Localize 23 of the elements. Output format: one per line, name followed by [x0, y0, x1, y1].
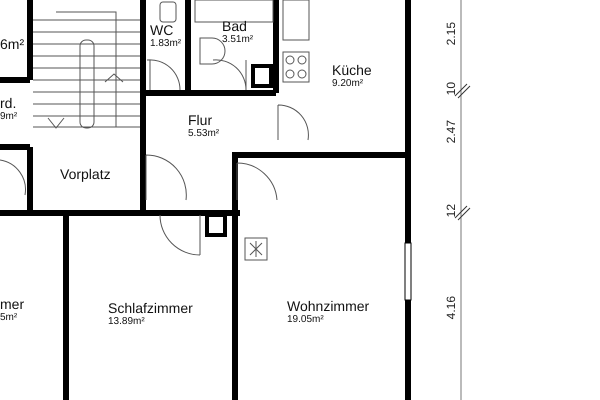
area-label: 3.51m² [222, 34, 254, 46]
area-label: 1.83m² [150, 38, 182, 50]
area-label: 9m² [0, 111, 18, 123]
area-label: 13.89m² [108, 316, 146, 328]
dimension-label: 12 [444, 204, 458, 218]
room-name: WC [150, 22, 174, 38]
dimension-label: 10 [444, 82, 458, 96]
room-name: Wohnzimmer [287, 298, 370, 314]
room-name: Schlafzimmer [108, 300, 193, 316]
room-name: Flur [188, 112, 214, 128]
area-label: 5.53m² [188, 128, 220, 140]
room-name: Bad [222, 18, 248, 34]
room-name: Vorplatz [60, 166, 111, 182]
dimension-label: 2.15 [444, 22, 458, 46]
area-label: 19.05m² [287, 314, 325, 326]
room-name: rd. [0, 95, 18, 111]
area-label: 5m² [0, 312, 18, 324]
area-label: 9.20m² [332, 78, 364, 90]
room-name: Küche [332, 62, 372, 78]
room-name: mer [0, 296, 24, 312]
dimension-label: 4.16 [444, 296, 458, 320]
room-name: 6m² [0, 36, 24, 52]
dimension-label: 2.47 [444, 120, 458, 144]
